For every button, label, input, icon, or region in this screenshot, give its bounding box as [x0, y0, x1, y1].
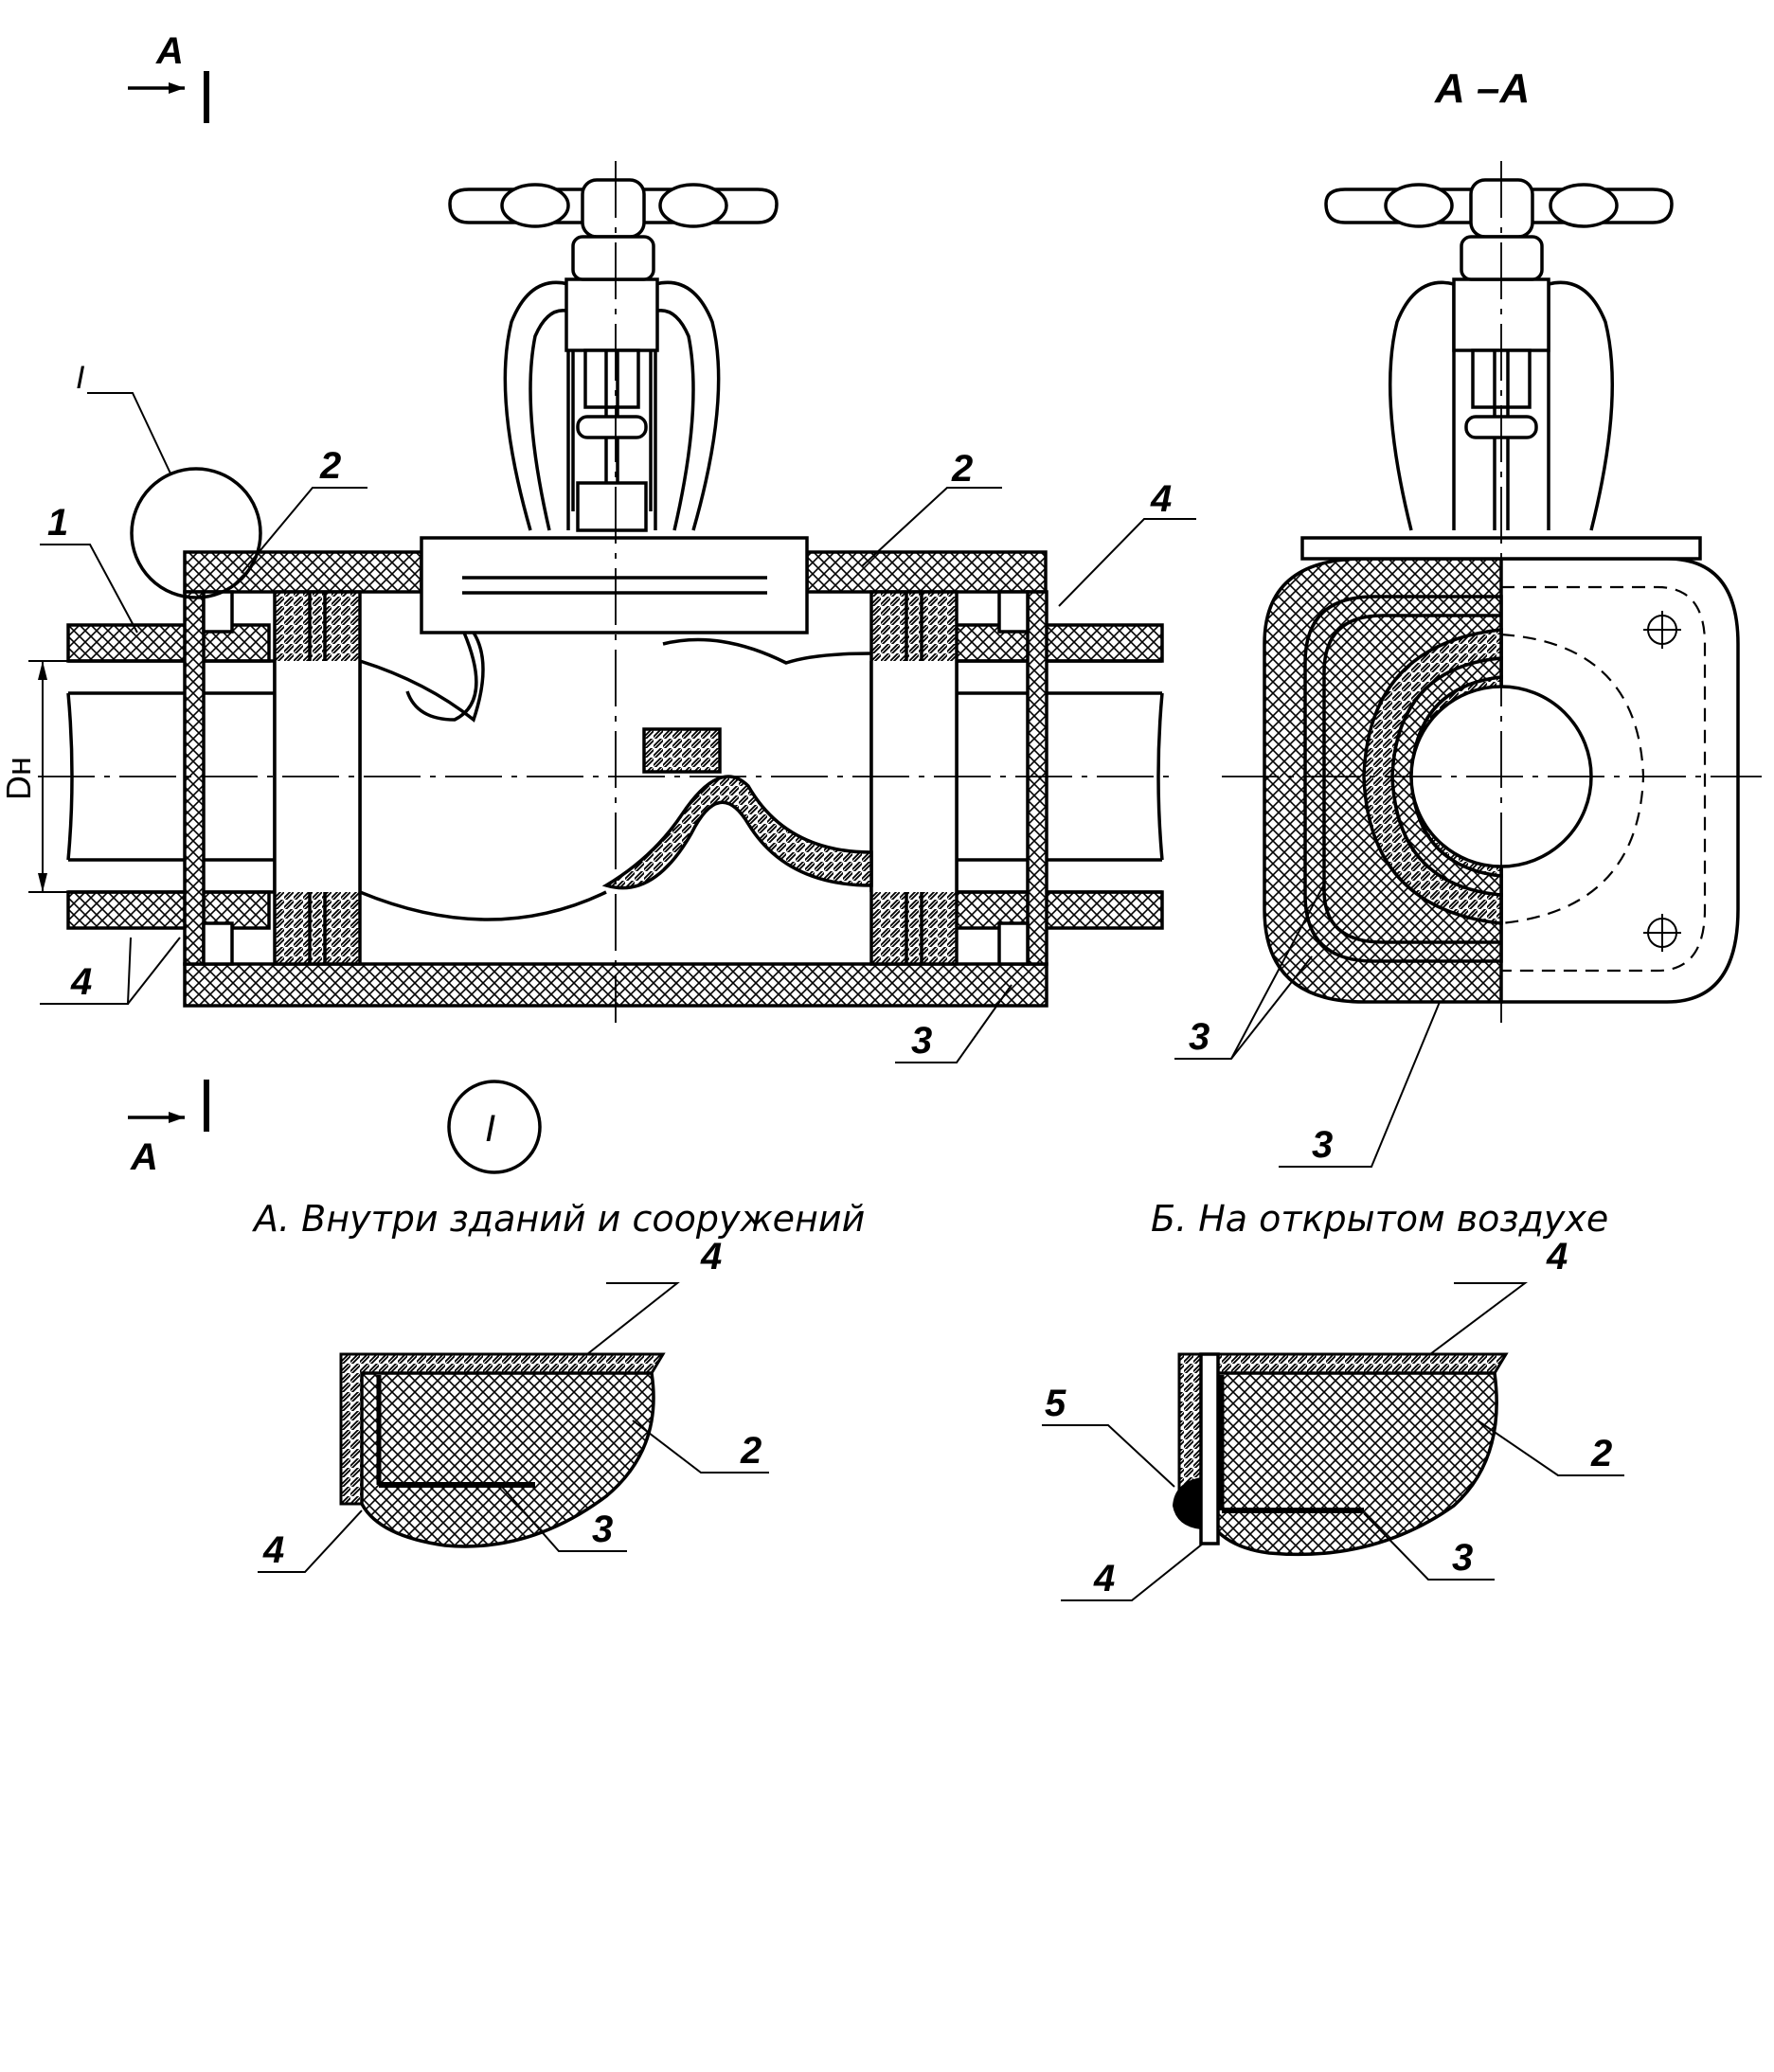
- callout-b-5: 5: [1045, 1383, 1066, 1424]
- callout-main-1: 1: [47, 502, 68, 544]
- callouts-section: 3 3: [1174, 880, 1441, 1168]
- caption-detail-a: А. Внутри зданий и сооружений: [251, 1198, 865, 1240]
- callout-section-3a: 3: [1189, 1016, 1210, 1058]
- callout-section-3b: 3: [1312, 1124, 1333, 1166]
- detail-a: 4 2 3 4: [258, 1236, 769, 1573]
- section-title: А –А: [1434, 65, 1530, 112]
- box-insulation-top-right: [805, 550, 1048, 594]
- detail-b: 4 5 2 3 4: [1042, 1236, 1624, 1601]
- box-insulation-top-left: [183, 550, 423, 594]
- detail-ref-circle: [447, 1080, 542, 1174]
- section-letter-top: А: [155, 30, 184, 72]
- section-arrow-bottom: А: [128, 1080, 209, 1178]
- section-arrow-top: А: [128, 30, 209, 123]
- callout-b-3: 3: [1452, 1537, 1473, 1579]
- section-handwheel-icon: [1324, 178, 1674, 281]
- pipe-insulation-right-bottom: [950, 890, 1164, 930]
- callout-main-4a: 4: [1150, 478, 1172, 520]
- callout-b-4-bottom: 4: [1093, 1558, 1115, 1599]
- caption-detail-b: Б. На открытом воздухе: [1151, 1198, 1608, 1240]
- bolt-icon: [1643, 611, 1681, 952]
- callout-a-4-top: 4: [700, 1236, 722, 1277]
- section-view: А –А: [1174, 65, 1762, 1168]
- callout-main-3: 3: [911, 1020, 932, 1062]
- detail-ref-circle-label: I: [485, 1108, 495, 1150]
- dimension-dn-label: Dн: [0, 757, 38, 800]
- dimension-dn: Dн: [0, 660, 71, 893]
- callout-a-4-bottom: 4: [262, 1529, 284, 1571]
- main-view: А А: [0, 30, 1196, 1178]
- callout-main-2b: 2: [951, 448, 973, 490]
- callouts-main: 1 2 2 4 4 3: [40, 445, 1196, 1063]
- pipe-insulation-left-bottom: [66, 890, 271, 930]
- callout-main-4b: 4: [70, 961, 92, 1003]
- callout-b-4-top: 4: [1546, 1236, 1568, 1277]
- pipe-insulation-right-top: [950, 623, 1164, 663]
- valve-seat-wall: [601, 775, 873, 890]
- callout-main-2a: 2: [319, 445, 341, 487]
- pipe-insulation-left-top: [66, 623, 271, 663]
- callout-a-2: 2: [740, 1430, 762, 1472]
- callout-b-2: 2: [1590, 1433, 1612, 1474]
- callout-a-3: 3: [592, 1509, 613, 1550]
- handwheel-icon: [448, 178, 779, 281]
- bonnet-plate: [420, 536, 809, 634]
- valve-yoke: [503, 277, 721, 532]
- section-letter-bottom: А: [130, 1136, 158, 1178]
- detail-ref-leader: I: [76, 360, 85, 396]
